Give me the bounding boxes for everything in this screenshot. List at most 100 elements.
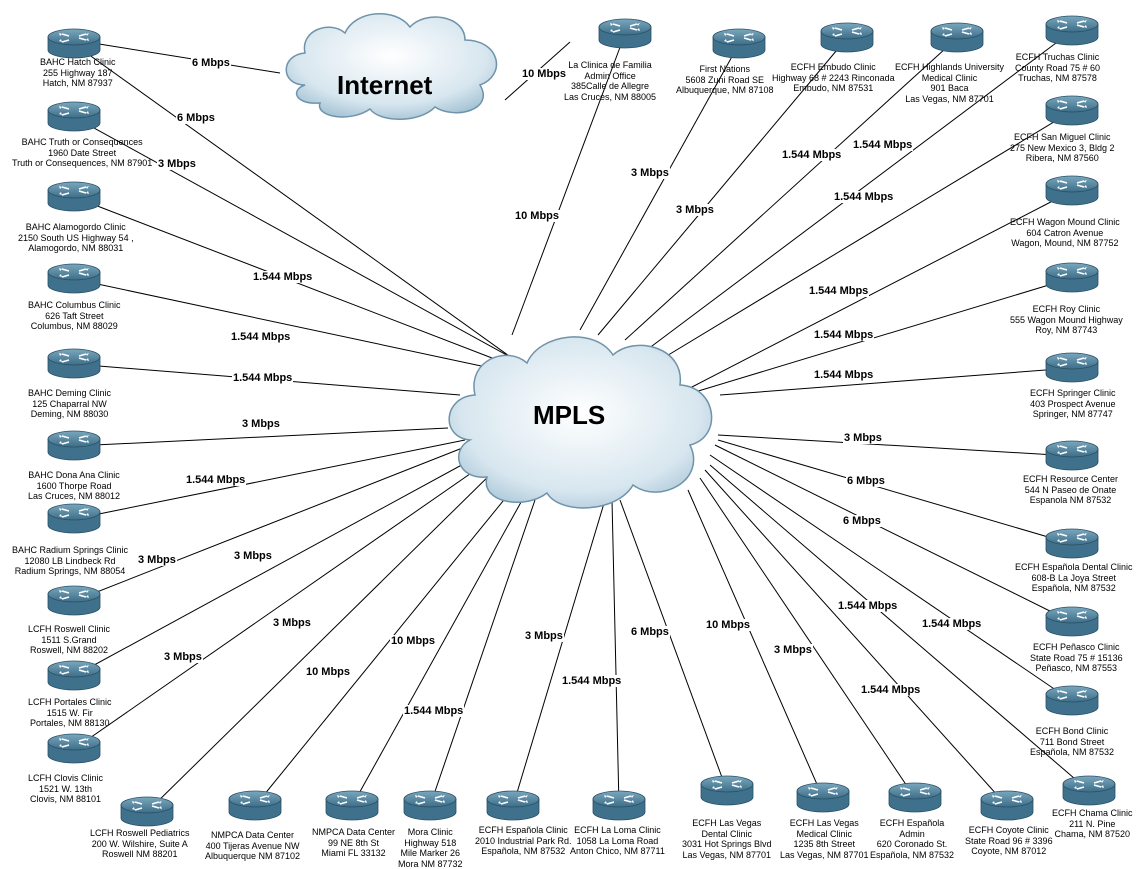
link-speed-embudo: 3 Mbps [675, 204, 715, 216]
link-roy [694, 277, 1073, 393]
link-springer [719, 367, 1073, 396]
site-label-line: LCFH Portales Clinic [28, 697, 112, 707]
router-icon [228, 790, 282, 822]
site-label-line: Highway 68 # 2243 Rinconada [772, 72, 895, 83]
link-nmpca2 [351, 494, 526, 807]
site-label-line: Española, NM 87532 [1031, 583, 1116, 593]
site-label-line: 125 Chaparral NW [32, 398, 107, 409]
site-label-line: Las Cruces, NM 88012 [28, 491, 121, 501]
router-icon [1045, 685, 1099, 717]
site-label-line: ECFH Resource Center [1023, 474, 1119, 484]
site-label-line: Albuquerque, NM 87108 [676, 85, 774, 95]
link-speed-deming: 1.544 Mbps [232, 372, 294, 384]
site-label-line: ECFH Española [879, 818, 945, 828]
site-label-line: 608-B La Joya Street [1031, 572, 1117, 583]
router-icon [47, 430, 101, 462]
link-hatch-internet [98, 43, 281, 74]
site-label-line: 99 NE 8th St [328, 837, 380, 848]
site-label-line: Las Vegas, NM 87701 [682, 849, 772, 860]
site-label-line: Springer, NM 87747 [1032, 409, 1113, 419]
link-speed-laloma: 1.544 Mbps [561, 675, 623, 687]
site-label-line: Española, NM 87532 [870, 849, 955, 860]
internet-link-speed-hatch: 6 Mbps [191, 57, 231, 69]
site-label-line: ECFH La Loma Clinic [574, 825, 661, 835]
site-label-line: ECFH Coyote Clinic [968, 825, 1049, 835]
site-label-line: ECFH Española Dental Clinic [1015, 562, 1133, 572]
site-label-line: 604 Catron Avenue [1026, 227, 1104, 238]
site-label-line: Roswell, NM 88202 [29, 645, 109, 655]
site-label-line: BAHC Alamogordo Clinic [25, 222, 126, 232]
router-icon [930, 22, 984, 54]
site-label-line: 901 Baca [930, 83, 969, 93]
link-lvmedical [687, 489, 824, 799]
router-icon [1045, 15, 1099, 47]
link-embudo [597, 37, 848, 336]
link-espclinic [512, 499, 606, 807]
link-speed-lvmedical: 10 Mbps [705, 619, 752, 631]
site-label-line: State Road 75 # 15136 [1030, 652, 1123, 663]
site-label-line: 1600 Thorpe Road [36, 480, 112, 491]
site-label-line: Alamogordo, NM 88031 [28, 243, 124, 253]
link-speed-portales: 3 Mbps [233, 550, 273, 562]
link-columbus [73, 278, 501, 371]
link-lvdental [619, 499, 728, 792]
link-sanmiguel [659, 110, 1073, 361]
internet-link-speed-laclinica: 10 Mbps [521, 68, 568, 80]
site-label-line: Radium Springs, NM 88054 [14, 566, 126, 576]
site-label-line: ECFH Wagon Mound Clinic [1010, 217, 1120, 227]
site-label-line: BAHC Hatch Clinic [40, 57, 116, 67]
site-label-line: 1515 W. Fir [46, 707, 93, 718]
router-icon [47, 660, 101, 692]
site-label-line: Deming, NM 88030 [30, 409, 109, 419]
link-speed-donaana: 3 Mbps [241, 418, 281, 430]
site-label-line: 385Calle de Allegre [570, 81, 650, 91]
site-label-line: Columbus, NM 88029 [30, 321, 118, 331]
site-label-line: Mora Clinic [407, 827, 453, 837]
site-label-line: Anton Chico, NM 87711 [570, 846, 665, 856]
site-label-line: 1521 W. 13th [38, 783, 93, 794]
router-icon [120, 796, 174, 828]
site-label-line: 555 Wagon Mound Highway [1010, 314, 1123, 325]
link-speed-highlands: 1.544 Mbps [781, 149, 843, 161]
link-speed-radium: 1.544 Mbps [185, 474, 247, 486]
site-label-line: Clovis, NM 88101 [29, 794, 102, 804]
site-label-line: Espanola NM 87532 [1029, 495, 1112, 505]
router-icon [47, 181, 101, 213]
link-speed-resource: 3 Mbps [843, 432, 883, 444]
link-clovis [73, 459, 491, 750]
site-label-line: Las Vegas, NM 87701 [905, 93, 994, 104]
router-icon [486, 790, 540, 822]
link-highlands [624, 37, 958, 341]
internet-cloud [285, 13, 498, 120]
link-radium [73, 439, 466, 520]
site-label-line: 400 Tijeras Avenue NW [205, 840, 300, 851]
site-label-line: ECFH Embudo Clinic [790, 62, 876, 72]
site-label-line: First Nations [699, 64, 751, 74]
site-label-line: Chama, NM 87520 [1054, 829, 1131, 839]
site-label-line: BAHC Truth or Consequences [21, 137, 143, 147]
site-label-line: ECFH Las Vegas [789, 818, 859, 828]
link-espdental [717, 439, 1073, 545]
link-speed-mora: 1.544 Mbps [403, 705, 465, 717]
site-label-line: Coyote, NM 87012 [971, 846, 1047, 856]
link-roswell [73, 444, 471, 602]
link-espadmin [699, 477, 916, 799]
site-label-line: NMPCA Data Center [211, 830, 295, 840]
site-label-line: ECFH Española Clinic [478, 825, 568, 835]
site-label-line: 403 Prospect Avenue [1030, 398, 1116, 409]
site-label-line: 2150 South US Highway 54 , [18, 232, 134, 243]
site-label-line: Las Vegas, NM 87701 [780, 849, 869, 860]
